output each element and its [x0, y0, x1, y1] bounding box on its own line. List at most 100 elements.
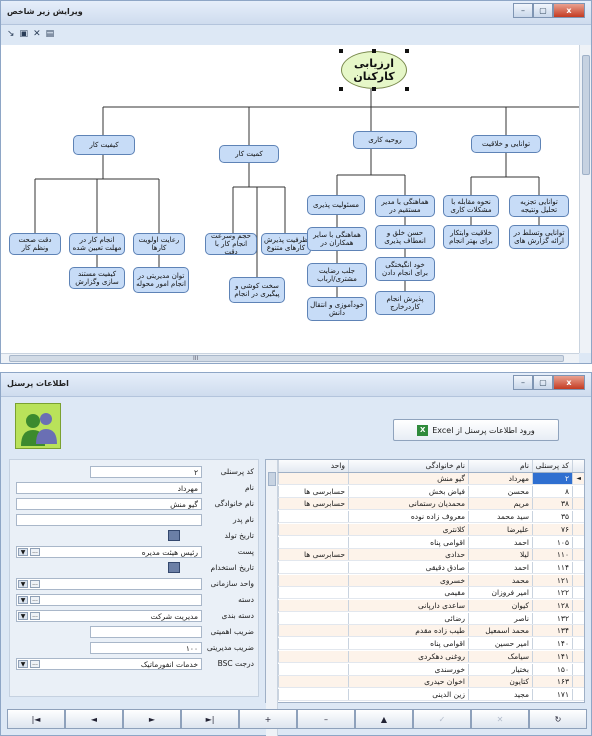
cell-name[interactable]: امیر فروزان — [468, 587, 532, 599]
import-excel-button[interactable]: ورود اطلاعات پرسنل از Excel X — [393, 419, 559, 441]
cell-lastname[interactable]: مقیمی — [348, 587, 468, 599]
calendar-icon[interactable] — [168, 562, 180, 573]
cell-lastname[interactable]: محمدیان رستمانی — [348, 498, 468, 510]
maximize-button[interactable]: ▢ — [533, 3, 553, 18]
add-record-button[interactable]: + — [239, 709, 297, 729]
mgmt-input[interactable]: ۱۰۰ — [90, 642, 202, 654]
cell-lastname[interactable]: صادق دقیقی — [348, 561, 468, 573]
more-icon[interactable]: ... — [30, 580, 40, 588]
node-management[interactable]: توان مدیریتی در انجام امور محوله — [133, 267, 189, 293]
more-icon[interactable]: ... — [30, 660, 40, 668]
delete-icon[interactable]: ✕ — [33, 29, 41, 39]
cell-lastname[interactable]: رضائی — [348, 612, 468, 624]
cell-lastname[interactable]: اقوامی پناه — [348, 638, 468, 650]
cell-code[interactable]: ۳۸ — [532, 498, 572, 510]
cell-name[interactable]: احمد — [468, 561, 532, 573]
more-icon[interactable]: ... — [30, 548, 40, 556]
cell-unit[interactable] — [278, 536, 348, 548]
refresh-button[interactable]: ↻ — [529, 709, 587, 729]
chevron-down-icon[interactable]: ▼ — [18, 548, 28, 556]
cell-code[interactable]: ۱۱۰ — [532, 549, 572, 561]
cell-code[interactable]: ۱۰۵ — [532, 536, 572, 548]
edit-record-button[interactable]: ▲ — [355, 709, 413, 729]
close-button[interactable]: x — [553, 3, 585, 18]
group-select[interactable]: ▼ ... — [16, 594, 202, 606]
cell-code[interactable]: ۱۶۳ — [532, 676, 572, 688]
node-ability[interactable]: توانایی و خلاقیت — [471, 135, 541, 153]
cell-unit[interactable] — [278, 561, 348, 573]
cell-name[interactable]: امیر حسین — [468, 638, 532, 650]
node-flexibility[interactable]: حسن خلق و انعطاف پذیری — [375, 225, 435, 249]
prev-record-button[interactable]: ◄ — [65, 709, 123, 729]
cell-lastname[interactable]: فیاض بخش — [348, 485, 468, 497]
delete-record-button[interactable]: – — [297, 709, 355, 729]
lastname-input[interactable]: گیو منش — [16, 498, 202, 510]
org-chart-canvas[interactable]: ارزیابی کارکنان کیفیت کار کمیت کار روحیه… — [1, 45, 579, 353]
cell-lastname[interactable]: زین الدینی — [348, 688, 468, 700]
cell-unit[interactable] — [278, 523, 348, 535]
header-lastname[interactable]: نام خانوادگی — [348, 460, 468, 472]
cell-name[interactable]: ناصر — [468, 612, 532, 624]
unit-select[interactable]: ▼ ... — [16, 578, 202, 590]
cell-code[interactable]: ۱۱۴ — [532, 561, 572, 573]
org-vertical-scrollbar[interactable] — [579, 45, 591, 353]
node-creativity[interactable]: خلاقیت وابتکار برای بهتر انجام — [443, 225, 499, 249]
minimize-button[interactable]: – — [513, 3, 533, 18]
node-quality[interactable]: کیفیت کار — [73, 135, 135, 155]
last-record-button[interactable]: ►| — [181, 709, 239, 729]
cancel-record-button[interactable]: ✕ — [471, 709, 529, 729]
cell-unit[interactable] — [278, 587, 348, 599]
properties-icon[interactable]: ▤ — [45, 29, 55, 39]
chevron-down-icon[interactable]: ▼ — [18, 660, 28, 668]
maximize-button[interactable]: ▢ — [533, 375, 553, 390]
node-diversity[interactable]: ظرفیت پذیرش کارهای متنوع — [261, 233, 311, 255]
class-select[interactable]: مدیریت شرکت ▼ ... — [16, 610, 202, 622]
cell-name[interactable]: مریم — [468, 498, 532, 510]
chevron-down-icon[interactable]: ▼ — [18, 612, 28, 620]
cell-code[interactable]: ۱۲۲ — [532, 587, 572, 599]
cell-lastname[interactable]: اخوان حیدری — [348, 676, 468, 688]
cell-name[interactable]: کیوان — [468, 600, 532, 611]
cell-lastname[interactable]: روغنی دهکردی — [348, 650, 468, 662]
close-button[interactable]: x — [553, 375, 585, 390]
cell-lastname[interactable]: خسروی — [348, 574, 468, 586]
cell-code[interactable]: ۱۴۱ — [532, 650, 572, 662]
node-problem-solving[interactable]: نحوه مقابله با مشکلات کاری — [443, 195, 499, 217]
cell-unit[interactable]: حسابرسی ها — [278, 498, 348, 510]
more-icon[interactable]: ... — [30, 612, 40, 620]
org-horizontal-scrollbar[interactable]: III — [1, 353, 579, 363]
cell-code[interactable]: ۱۳۴ — [532, 625, 572, 637]
node-outside-work[interactable]: پذیرش انجام کاردرخارج — [375, 291, 435, 315]
cell-unit[interactable]: حسابرسی ها — [278, 485, 348, 497]
cell-code[interactable]: ۲ — [532, 473, 572, 484]
more-icon[interactable]: ... — [30, 596, 40, 604]
cell-code[interactable]: ۷۶ — [532, 523, 572, 535]
cell-code[interactable]: ۳۵ — [532, 511, 572, 523]
first-record-button[interactable]: |◄ — [7, 709, 65, 729]
father-input[interactable] — [16, 514, 202, 526]
table-scrollbar[interactable] — [266, 460, 278, 736]
node-manager-coord[interactable]: هماهنگی با مدیر مستقیم در — [375, 195, 435, 217]
cell-lastname[interactable]: گیو منش — [348, 473, 468, 484]
cell-lastname[interactable]: اقوامی پناه — [348, 536, 468, 548]
node-analysis[interactable]: توانایی تجزیه تحلیل ونتیجه — [509, 195, 569, 217]
cell-lastname[interactable]: طیب زاده مقدم — [348, 625, 468, 637]
cell-unit[interactable] — [278, 688, 348, 700]
post-select[interactable]: رئیس هیئت مدیره ▼ ... — [16, 546, 202, 558]
node-deadline[interactable]: انجام کار در مهلت تعیین شده — [69, 233, 125, 255]
cell-unit[interactable] — [278, 612, 348, 624]
cell-lastname[interactable]: ساعدی دارپانی — [348, 600, 468, 611]
cell-lastname[interactable]: خورسندی — [348, 663, 468, 675]
cell-name[interactable]: سیامک — [468, 650, 532, 662]
